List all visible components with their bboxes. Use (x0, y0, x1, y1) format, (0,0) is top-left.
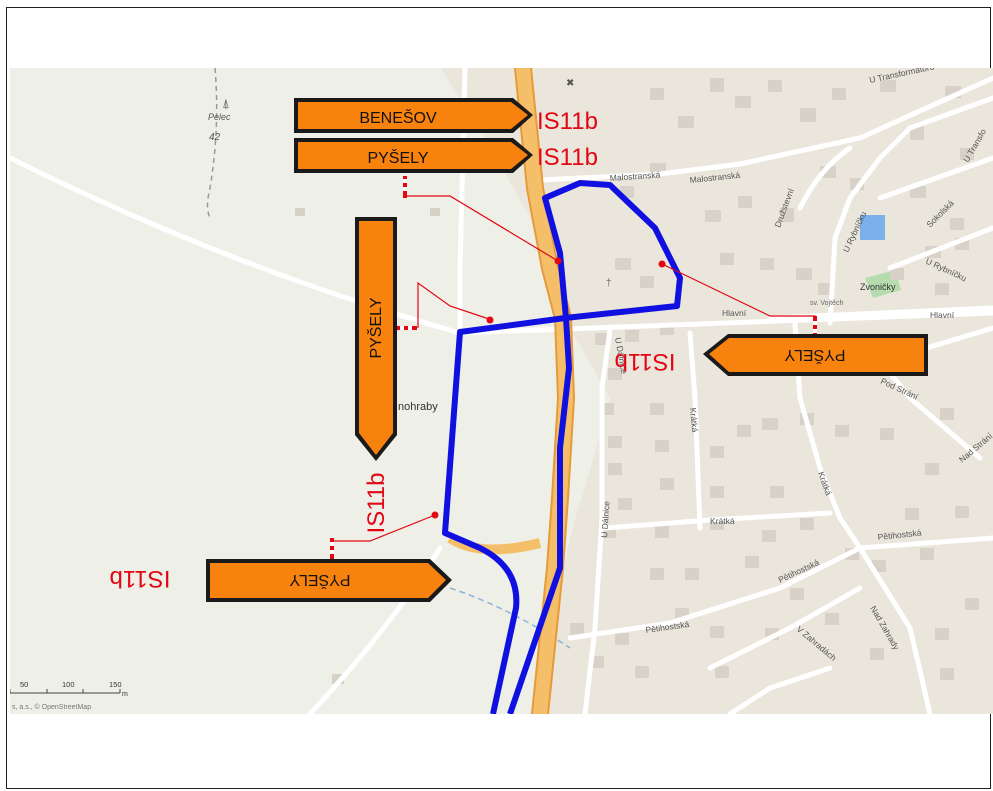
place-label: nohraby (398, 401, 438, 413)
sign-post-markers (330, 176, 817, 563)
viewpoint-icon: ⍋ (222, 96, 230, 111)
pond (860, 215, 885, 240)
detour-route (442, 180, 683, 714)
sign-pysely-vertical[interactable]: PYŠELY (355, 217, 397, 461)
sign-code: IS11b (363, 473, 390, 534)
sign-label: PYŠELY (366, 297, 385, 358)
place-label: Zvoničky (860, 282, 896, 292)
pointer-lines (332, 195, 816, 542)
street-label: Krátká (688, 407, 700, 433)
sign-pysely-right[interactable]: PYŠELY (703, 334, 928, 376)
tool-icon: ✖ (566, 78, 574, 89)
sign-pysely-top[interactable]: PYŠELY (294, 138, 533, 173)
sign-code: IS11b (615, 348, 676, 375)
stream (449, 587, 571, 649)
scale-bar: 50 100 150 m (10, 680, 128, 698)
scale-label: 50 (20, 680, 28, 689)
hill-label: Pelec (208, 112, 231, 122)
sign-label: PYŠELY (367, 148, 428, 167)
street-label: U Dálnice (599, 500, 612, 538)
street-label: Pětihostská (877, 527, 922, 542)
street-label: Hlavní (930, 310, 955, 320)
place-label: sv. Vojtěch (810, 300, 843, 307)
sign-label: PYŠELY (784, 346, 845, 365)
street-label: Hlavní (722, 308, 747, 318)
sign-benesov[interactable]: BENEŠOV (294, 98, 533, 133)
sign-label: BENEŠOV (359, 108, 437, 127)
pointer-dots (431, 257, 666, 519)
sign-code: IS11b (110, 565, 171, 592)
footpath (206, 68, 218, 219)
map-attribution: s, a.s., © OpenStreetMap (12, 703, 91, 711)
highway (516, 68, 574, 714)
map-canvas[interactable]: Malostranská Malostranská U Transformáto… (10, 68, 993, 714)
street-label: Malostranská (609, 169, 660, 183)
sign-code: IS11b (537, 108, 598, 135)
scale-label: 100 (62, 680, 75, 689)
buildings (295, 78, 979, 684)
street-label: Krátká (710, 516, 735, 526)
hill-elevation: 42 (209, 132, 221, 143)
sign-pysely-bottom[interactable]: PYŠELY (206, 559, 452, 602)
scale-label: 150 (109, 680, 122, 689)
sign-label: PYŠELY (289, 571, 350, 590)
scale-unit: m (122, 691, 128, 698)
church-icon: † (606, 278, 612, 289)
sign-code: IS11b (537, 144, 598, 171)
